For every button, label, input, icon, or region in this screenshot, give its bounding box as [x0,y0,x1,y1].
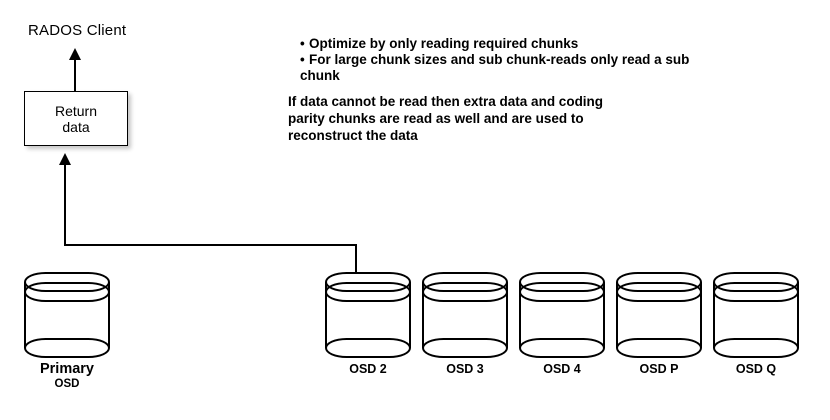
cylinder-primary-osd: Primary OSD [24,272,110,390]
cylinder-side-left [422,282,424,348]
return-data-line-1: Return [54,102,98,119]
cylinder-rim-line [713,282,799,302]
cylinder-side-right [797,282,799,348]
cylinder-side-right [506,282,508,348]
cylinder-label: OSD 4 [543,362,581,376]
return-data-box-text: Return data [25,103,127,135]
cylinder-bottom-ellipse [325,338,411,358]
cylinder-osd-3: OSD 3 [422,272,508,376]
cylinder-side-right [108,282,110,348]
note-paragraph: If data cannot be read then extra data a… [288,93,718,144]
cylinder-bottom-ellipse [713,338,799,358]
cylinder-bottom-ellipse [616,338,702,358]
arrow-head-to-return-data [59,153,71,165]
note-line: If data cannot be read then extra data a… [288,94,604,109]
cylinder-side-right [700,282,702,348]
cylinder-side-right [409,282,411,348]
cylinder-side-left [325,282,327,348]
cylinder-label: OSD Q [735,362,777,376]
arrow-shaft-to-return-data [64,164,66,246]
bullet-text: For large chunk sizes and sub chunk-read… [300,52,690,83]
cylinder-label: OSD P [639,362,679,376]
cylinder-label: OSD 2 [349,362,387,376]
cylinder-side-left [519,282,521,348]
connector-drop-to-osd2 [355,244,357,274]
cylinder-osd-4: OSD 4 [519,272,605,376]
cylinder-side-left [24,282,26,348]
cylinder-side-left [616,282,618,348]
cylinder-label-primary: Primary [39,361,95,377]
arrow-shaft-to-rados-client [74,59,76,92]
cylinder-bottom-ellipse [24,338,110,358]
cylinder-rim-line [24,282,110,302]
bullet-glyph-icon: • [300,52,305,67]
cylinder-rim-line [422,282,508,302]
arrow-head-to-rados-client [69,48,81,60]
note-line: parity chunks are read as well and are u… [288,111,584,126]
return-data-line-2: data [62,118,90,135]
rados-client-label: RADOS Client [28,22,127,39]
cylinder-side-right [603,282,605,348]
list-item: • Optimize by only reading required chunk… [300,36,720,52]
bullet-glyph-icon: • [300,36,305,51]
list-item: •For large chunk sizes and sub chunk-rea… [300,52,720,84]
connector-horizontal-osd-bus [64,244,357,246]
cylinder-bottom-ellipse [519,338,605,358]
cylinder-side-left [713,282,715,348]
cylinder-rim-line [519,282,605,302]
cylinder-rim-line [325,282,411,302]
note-line: reconstruct the data [288,128,418,143]
cylinder-osd-2: OSD 2 [325,272,411,376]
bullet-text: Optimize by only reading required chunks [309,36,579,51]
bullet-list: • Optimize by only reading required chunk… [300,36,720,84]
cylinder-osd-q: OSD Q [713,272,799,376]
return-data-box: Return data [24,91,128,146]
cylinder-bottom-ellipse [422,338,508,358]
cylinder-rim-line [616,282,702,302]
cylinder-osd-p: OSD P [616,272,702,376]
cylinder-sublabel-osd: OSD [54,378,80,390]
cylinder-label: OSD 3 [446,362,484,376]
